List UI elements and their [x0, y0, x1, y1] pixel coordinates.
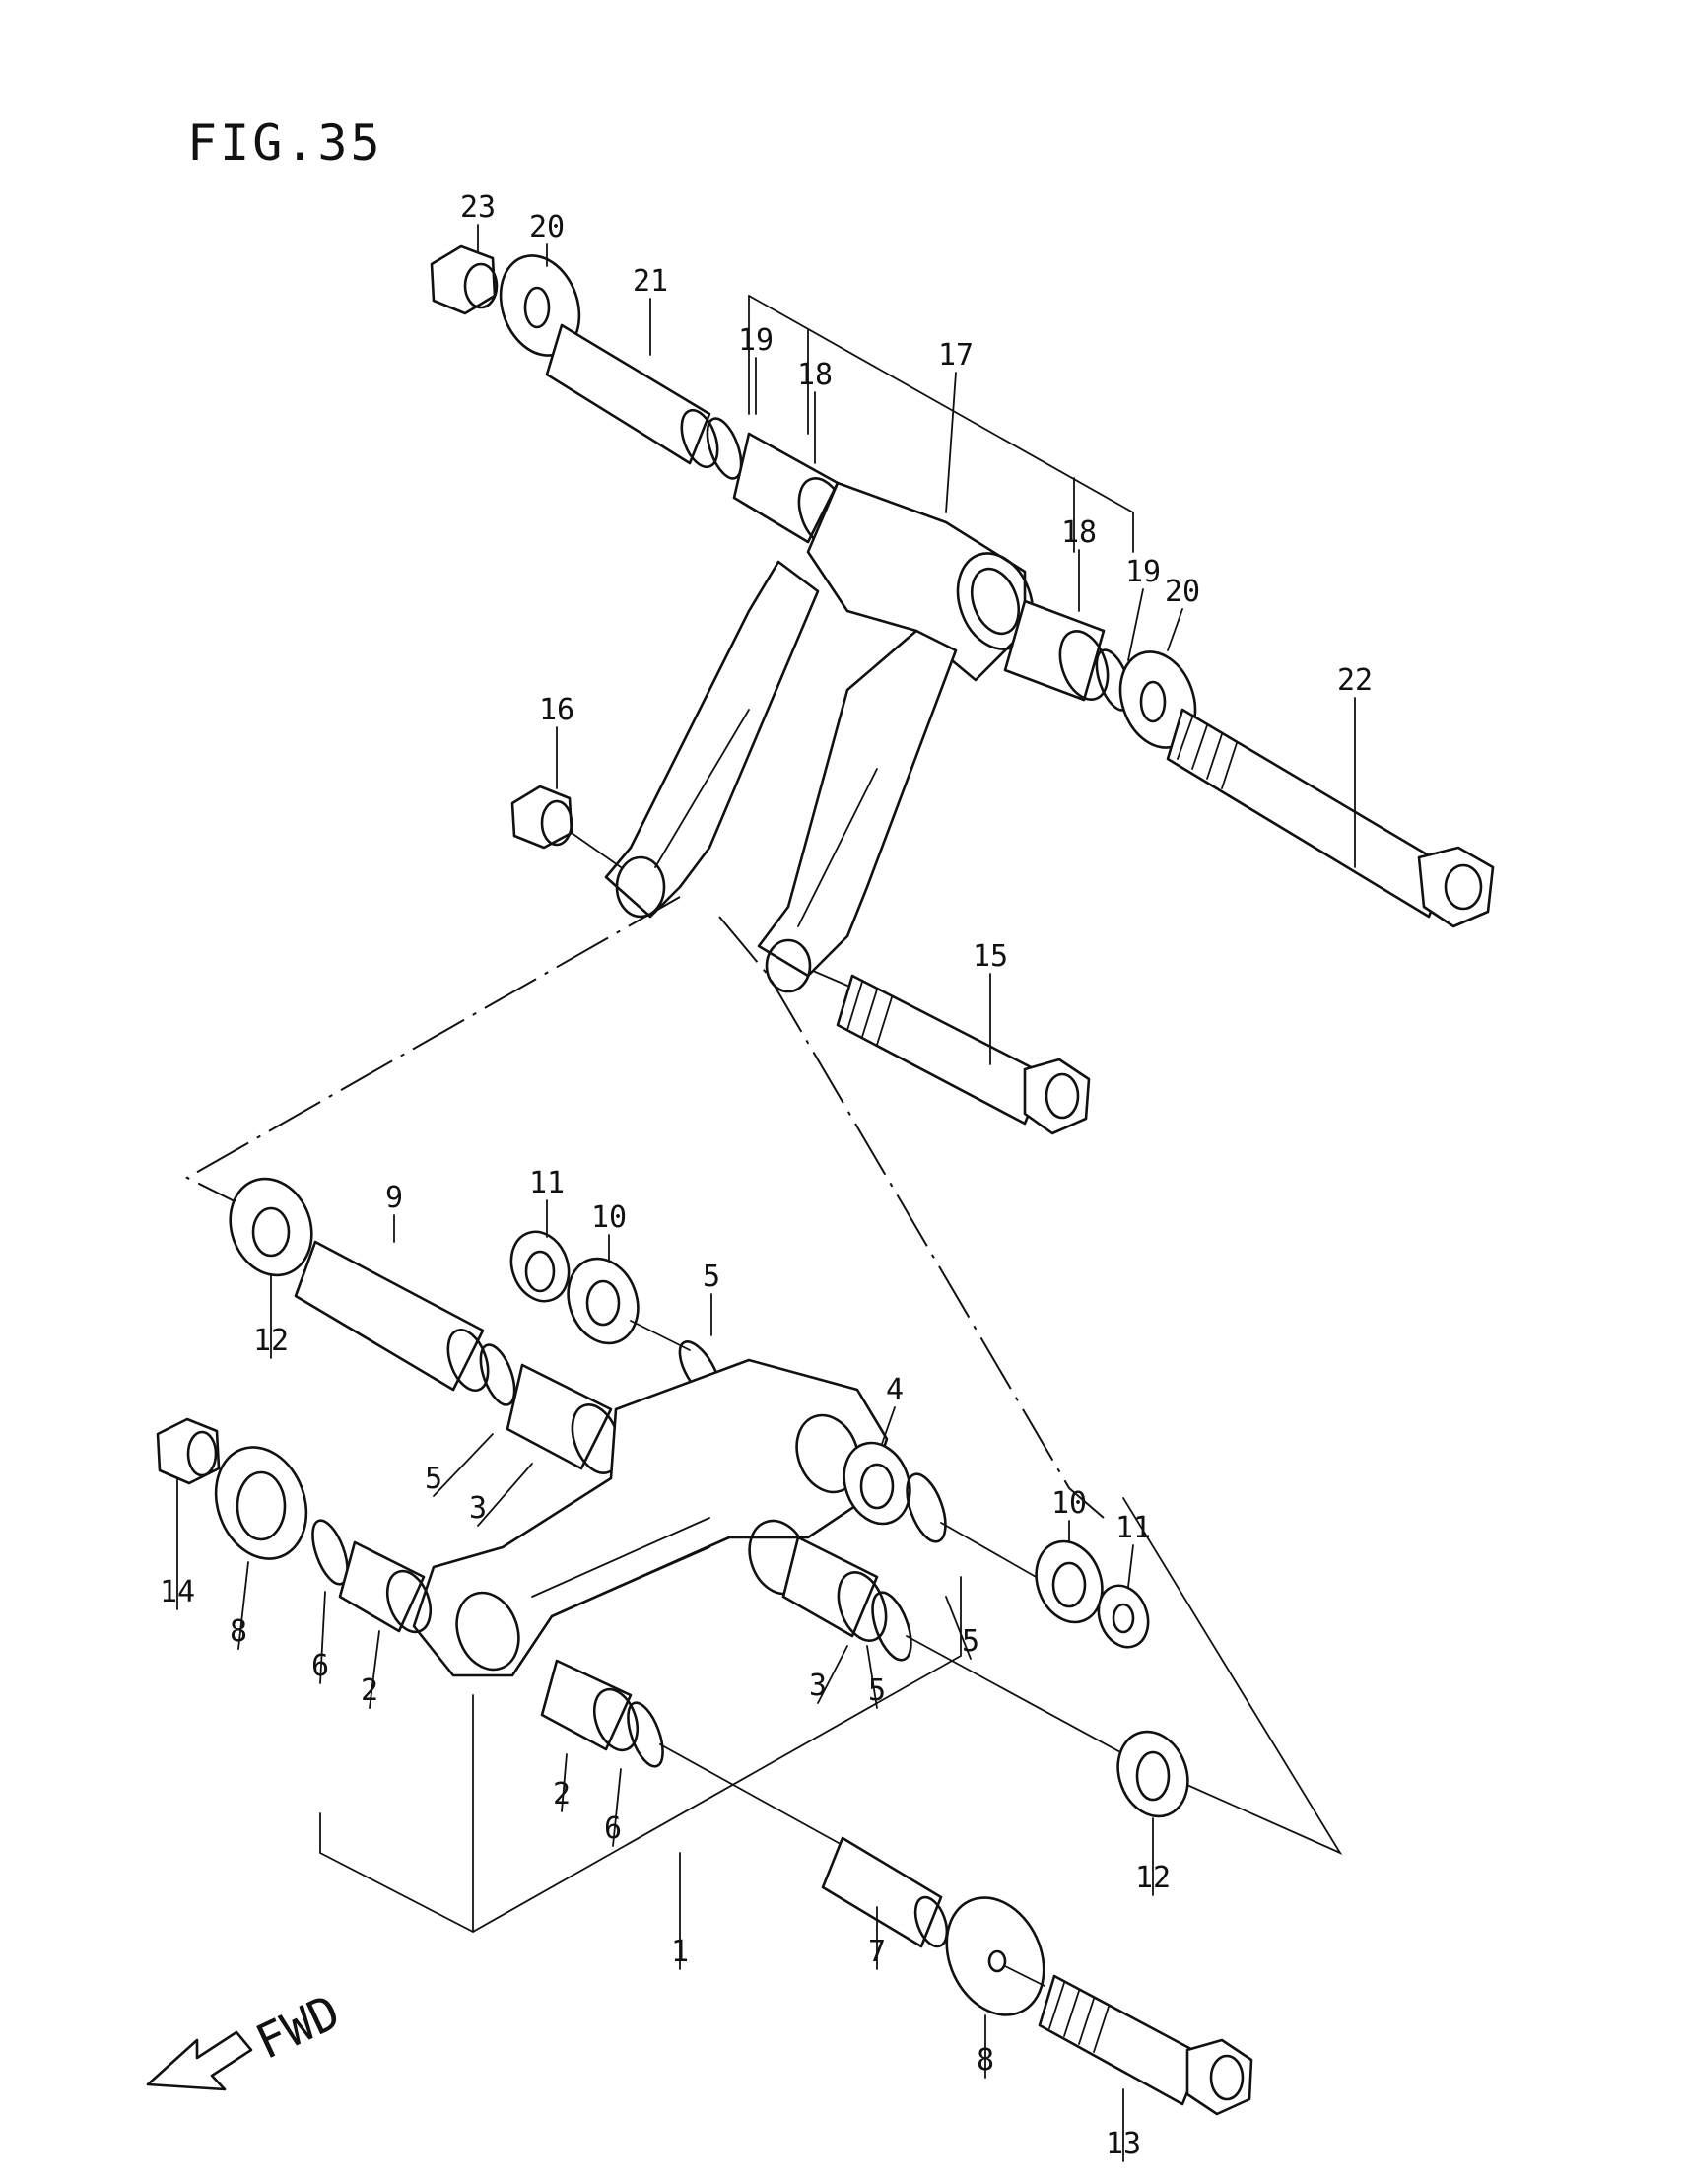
callout-leader	[319, 1591, 326, 1684]
callout-leader	[369, 1630, 380, 1709]
callout-label-5: 5	[425, 1462, 442, 1496]
callout-leader	[1127, 588, 1144, 661]
callout-label-3: 3	[809, 1669, 827, 1703]
callout-leader	[881, 1406, 896, 1445]
callout-label-9: 9	[385, 1181, 403, 1215]
lower-cushion-rod-assembly	[156, 1177, 1253, 2116]
callout-leader	[477, 1463, 533, 1527]
part-1-cushion-rod	[412, 1358, 889, 1677]
callout-label-2: 2	[553, 1777, 571, 1811]
fwd-arrow-icon	[146, 2030, 253, 2091]
callout-label-2: 2	[361, 1673, 378, 1708]
part-15-bolt	[836, 974, 1091, 1135]
callout-label-6: 6	[311, 1649, 329, 1683]
part-21-spacer	[545, 323, 719, 469]
part-22-bolt	[1166, 708, 1495, 928]
part-23-nut	[430, 244, 499, 315]
part-10-seal-lower	[1035, 1539, 1104, 1624]
part-3-bearing-lower	[781, 1536, 888, 1642]
callout-label-11: 11	[1115, 1511, 1151, 1545]
callout-label-11: 11	[529, 1166, 565, 1200]
callout-leader	[1127, 1544, 1134, 1588]
callout-label-4: 4	[886, 1373, 904, 1407]
part-12-washer-upper-left	[229, 1177, 313, 1277]
callout-leader	[433, 1433, 494, 1497]
leader-dash-center	[718, 916, 1105, 1519]
part-7-spacer	[821, 1836, 949, 1948]
figure-title: FIG.35	[187, 114, 383, 171]
callout-label-15: 15	[973, 939, 1008, 974]
callout-label-1: 1	[671, 1935, 689, 1969]
callout-label-18: 18	[797, 358, 833, 392]
callout-label-8: 8	[230, 1614, 247, 1649]
callout-label-10: 10	[1051, 1486, 1087, 1521]
part-8-washer-left	[214, 1446, 308, 1560]
part-9-spacer	[294, 1240, 490, 1392]
callout-leader	[945, 1596, 972, 1660]
part-5-circlip-c	[906, 1472, 947, 1543]
part-11-seal-lower	[1097, 1584, 1150, 1649]
part-19-circlip-left	[706, 417, 743, 480]
part-2-bearing-lower	[540, 1659, 640, 1752]
callout-label-3: 3	[469, 1491, 487, 1526]
callout-leader	[817, 1645, 848, 1704]
callout-label-23: 23	[460, 190, 496, 225]
callout-label-18: 18	[1061, 515, 1097, 550]
callout-label-13: 13	[1106, 2127, 1141, 2161]
callout-label-6: 6	[604, 1811, 622, 1846]
callout-label-5: 5	[962, 1624, 979, 1659]
part-14-nut	[156, 1417, 221, 1485]
callout-label-20: 20	[529, 210, 565, 244]
callout-label-14: 14	[160, 1575, 195, 1609]
callout-label-5: 5	[868, 1673, 886, 1708]
part-12-washer-lower-right	[1116, 1730, 1189, 1818]
part-8-washer-lower	[945, 1896, 1045, 2016]
callout-label-8: 8	[977, 2043, 994, 2078]
part-5-circlip-d	[871, 1591, 912, 1662]
part-18-bearing-right	[1003, 599, 1110, 702]
callout-label-19: 19	[1125, 555, 1161, 589]
callout-label-12: 12	[253, 1324, 289, 1358]
callout-label-7: 7	[868, 1935, 886, 1969]
callout-label-16: 16	[539, 693, 574, 727]
part-4-bearing	[843, 1441, 911, 1526]
part-6-circlip-upper	[311, 1519, 349, 1586]
callout-label-19: 19	[738, 323, 774, 358]
part-17-cushion-lever	[604, 481, 1035, 993]
part-16-nut	[510, 785, 573, 850]
callout-label-17: 17	[938, 338, 974, 373]
callout-leader	[237, 1561, 249, 1650]
callout-leader	[866, 1645, 878, 1709]
part-11-seal-upper	[509, 1230, 571, 1303]
callout-label-21: 21	[633, 264, 668, 299]
callout-leader	[561, 1753, 568, 1812]
callout-label-20: 20	[1165, 575, 1200, 609]
part-10-seal-upper	[567, 1257, 640, 1345]
fwd-label: FWD	[247, 1984, 348, 2070]
callout-leader	[945, 372, 957, 513]
callout-leader	[612, 1768, 622, 1847]
callout-leader	[1167, 608, 1183, 651]
callout-label-12: 12	[1135, 1861, 1171, 1895]
part-2-bearing-upper	[338, 1540, 433, 1634]
callout-label-22: 22	[1337, 663, 1373, 698]
part-6-circlip-lower	[627, 1701, 664, 1768]
part-13-bolt	[1038, 1974, 1253, 2116]
part-5-circlip-a	[479, 1343, 516, 1406]
callout-label-10: 10	[591, 1200, 627, 1235]
upper-cushion-lever-assembly	[430, 244, 1495, 1135]
leader-dash-upper-left	[184, 896, 681, 1203]
callout-label-5: 5	[703, 1260, 720, 1294]
leader-line-lower-right	[1122, 1497, 1343, 1855]
part-3-bearing-upper	[506, 1363, 622, 1474]
